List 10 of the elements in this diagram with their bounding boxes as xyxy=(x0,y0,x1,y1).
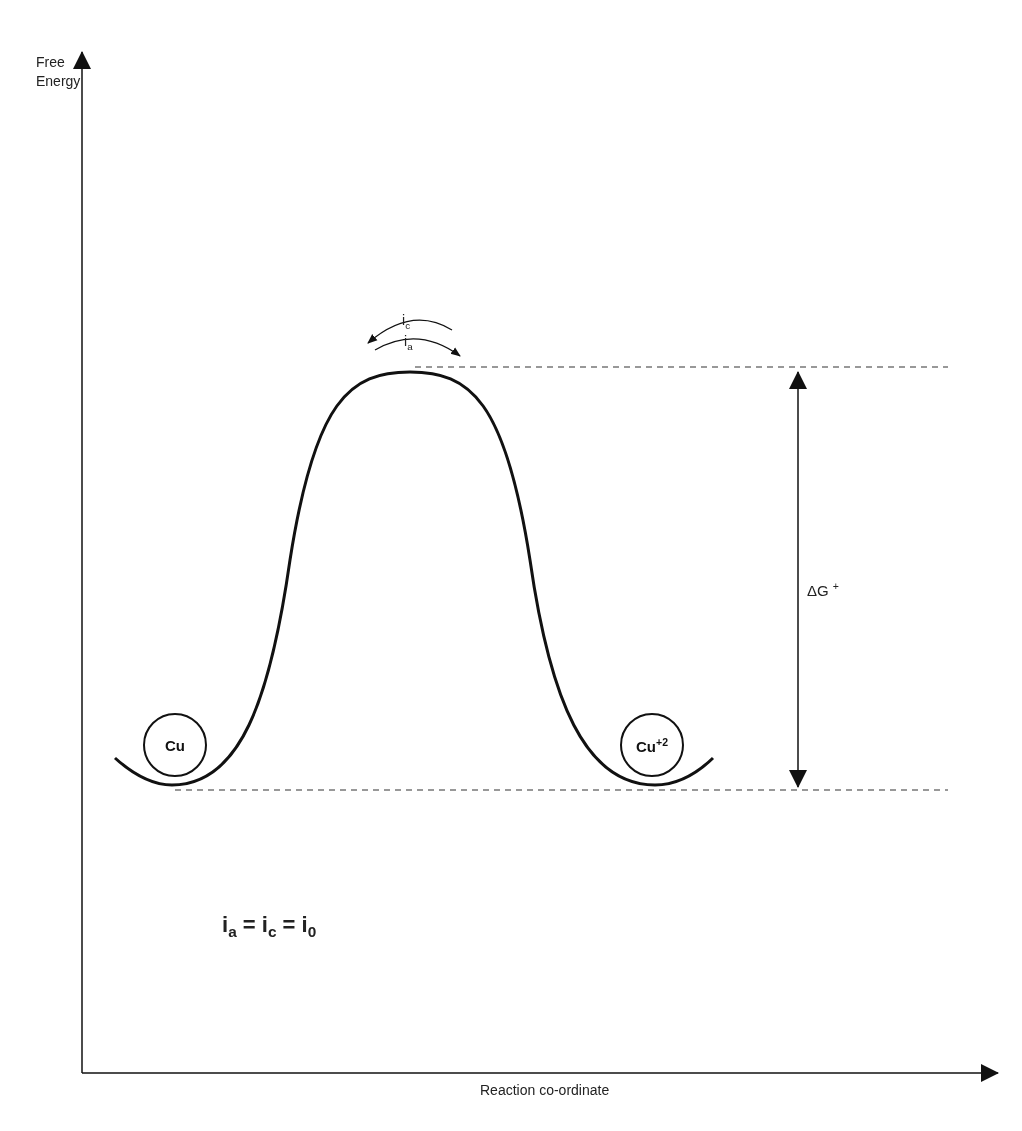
current-label: i$_{c}$ xyxy=(402,312,411,331)
current-label: i$_{a}$ xyxy=(404,333,413,352)
particle-circle xyxy=(620,713,684,777)
axis-title: Reaction co-ordinate xyxy=(480,1082,610,1098)
species-label: Cu xyxy=(165,736,185,754)
energy-barrier-label: ΔG $^{+}$ xyxy=(807,580,839,599)
axis-title: Free Energy xyxy=(36,53,82,91)
equation: i$_{a}$ = i$_{c}$ = i$_{0}$ xyxy=(222,912,317,942)
particle-circle xyxy=(143,713,207,777)
species-label: Cu$^{+2}$ xyxy=(636,735,668,755)
